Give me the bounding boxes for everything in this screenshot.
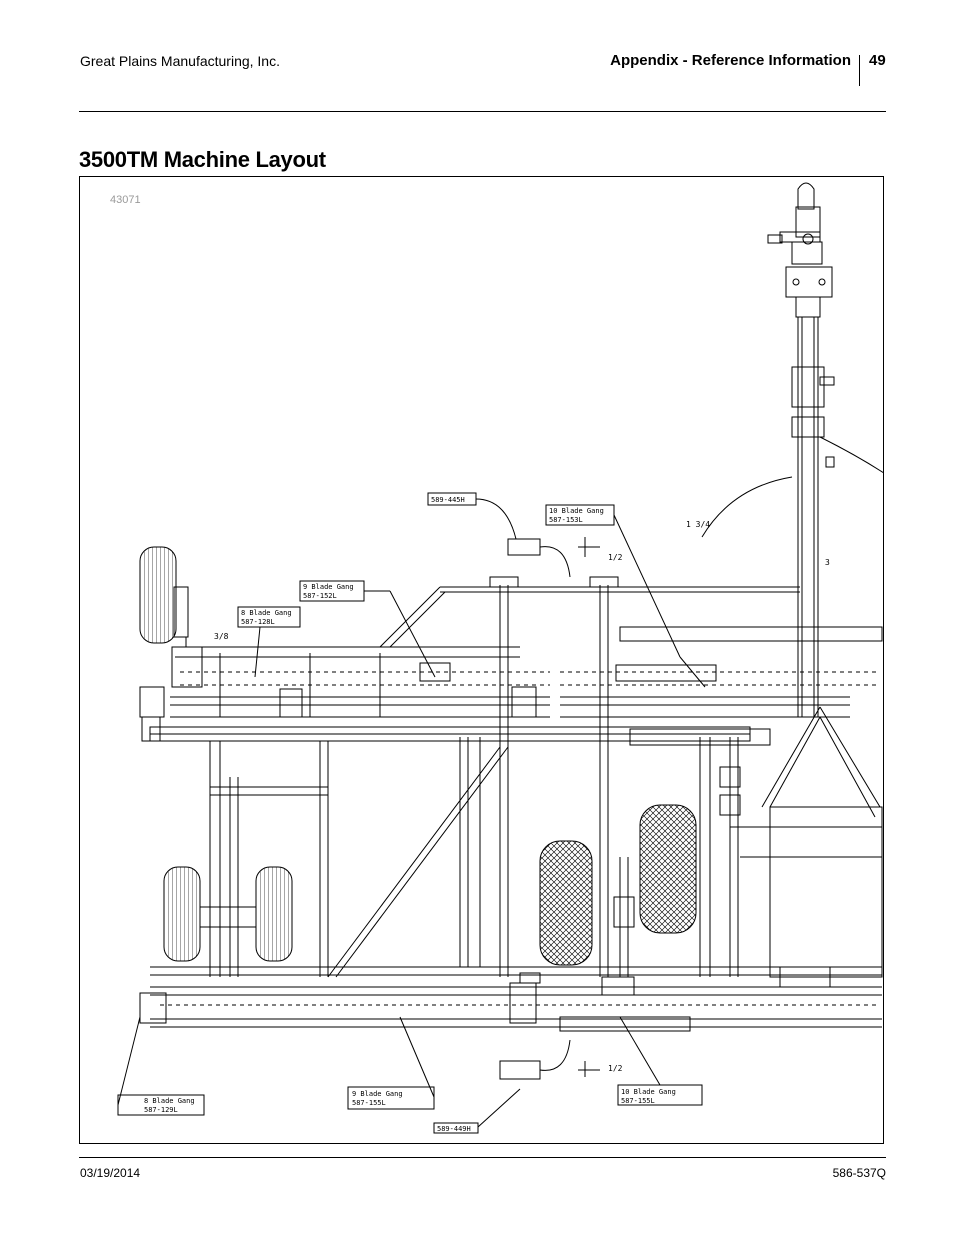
callout-bot-9-gang-name: 9 Blade Gang <box>352 1090 403 1098</box>
dim-3: 3 <box>825 558 830 567</box>
page-title: 3500TM Machine Layout <box>79 147 326 172</box>
callout-top-part: 589-445H <box>431 496 465 504</box>
front-gauge-wheel <box>139 546 203 688</box>
callout-top-9-gang-name: 9 Blade Gang <box>303 583 354 591</box>
header-rule <box>79 111 886 112</box>
header-divider <box>859 55 860 86</box>
callout-bot-9-gang-part: 587-155L <box>352 1099 386 1107</box>
callout-leaders <box>117 492 706 1134</box>
dimension-labels: 3/8 1/2 1 3/4 1/2 3 <box>214 520 830 1073</box>
figure-frame: 43071 <box>79 176 884 1144</box>
callout-bot-10-gang-name: 10 Blade Gang <box>621 1088 676 1096</box>
front-gang-frame <box>149 576 883 977</box>
callout-bot-part: 589-449H <box>437 1125 471 1133</box>
header-section: Appendix - Reference Information <box>610 52 851 69</box>
header-company: Great Plains Manufacturing, Inc. <box>80 53 280 69</box>
callout-top-8-gang-part: 587-128L <box>241 618 275 626</box>
figure-number: 43071 <box>110 194 141 206</box>
dim-1-2-bot: 1/2 <box>608 1064 623 1073</box>
transport-tires <box>163 804 697 977</box>
footer-doc-number: 586-537Q <box>832 1166 886 1180</box>
page-number: 49 <box>869 52 886 69</box>
callout-top-8-gang-name: 8 Blade Gang <box>241 609 292 617</box>
callout-top-9-gang-part: 587-152L <box>303 592 337 600</box>
callout-top-10-gang-name: 10 Blade Gang <box>549 507 604 515</box>
machine-layout-drawing: 589-445H 10 Blade Gang 587-153L 9 Blade … <box>117 182 883 1134</box>
callout-top-10-gang-part: 587-153L <box>549 516 583 524</box>
hitch-tongue <box>701 182 883 717</box>
front-gang-blades <box>139 662 880 742</box>
dim-3-8: 3/8 <box>214 632 229 641</box>
footer-rule <box>79 1157 886 1158</box>
callout-labels: 589-445H 10 Blade Gang 587-153L 9 Blade … <box>144 496 676 1133</box>
rear-gang-frame <box>139 966 882 1032</box>
callout-bot-8-gang-part: 587-129L <box>144 1106 178 1114</box>
callout-bot-10-gang-part: 587-155L <box>621 1097 655 1105</box>
dim-1-2-top: 1/2 <box>608 553 623 562</box>
footer-date: 03/19/2014 <box>80 1166 141 1180</box>
main-frame <box>209 706 883 978</box>
dim-1-3-4: 1 3/4 <box>686 520 710 529</box>
hose-fittings <box>499 537 600 1080</box>
callout-bot-8-gang-name: 8 Blade Gang <box>144 1097 195 1105</box>
